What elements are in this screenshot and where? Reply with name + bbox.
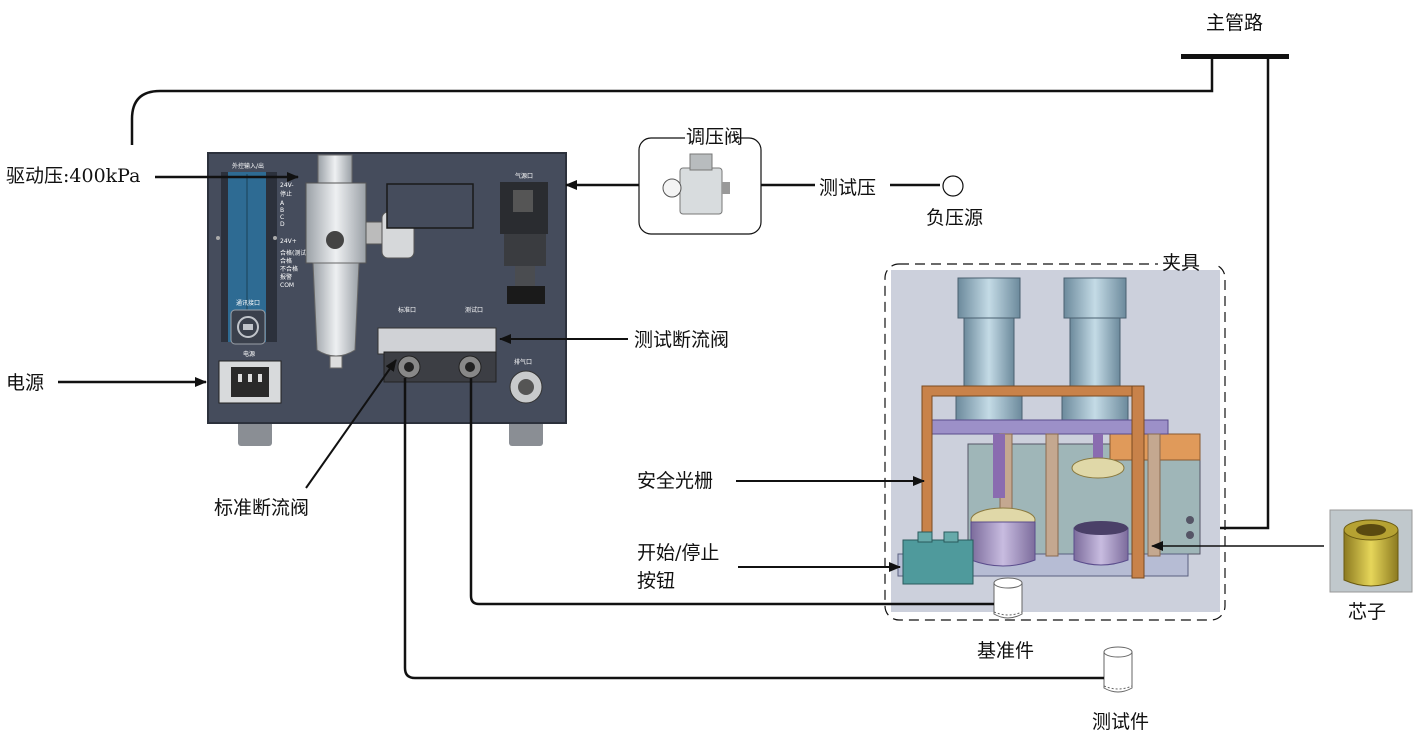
io-pin-24v-minus: 24V- [280,182,294,189]
left-piston-rod [993,434,1005,498]
standard-shutoff-valve-arrow [305,359,397,489]
reference-part-line [469,378,994,606]
test-port-label: 测试口 [465,306,483,314]
drive-pressure-line [130,59,1214,145]
regulator-gauge-icon [662,178,682,198]
exhaust-label: 排气口 [514,358,532,366]
right-pressure-head [1071,457,1125,479]
filter-top [317,154,353,184]
power-port-label: 电源 [243,350,255,358]
std-port-label: 标准口 [398,306,416,314]
cylinder-right-body [1069,317,1121,399]
core-icon [1329,509,1413,593]
standard-shutoff-valve-label: 标准断流阀 [214,497,310,519]
io-pin-24v-plus: 24V+ [280,238,297,245]
pressure-regulator-icon [679,167,723,215]
air-inlet-label: 气源口 [515,172,533,180]
io-pin-alarm: 报警 [280,273,292,281]
shutoff-valve-block [377,327,497,355]
test-part-line [403,378,1104,680]
reference-part-label: 基准件 [977,640,1035,662]
io-pin-pass-test: 合格(测试) [280,249,309,257]
io-pin-b: B [280,207,284,214]
test-part-icon [1103,646,1133,693]
reference-part-icon [993,577,1023,619]
io-pin-d: D [280,221,285,228]
right-test-chamber [1073,527,1129,566]
power-label: 电源 [6,372,45,394]
comm-port-label: 通讯接口 [236,299,260,307]
fixture-supply-line [1208,59,1270,530]
vacuum-source-circle [942,175,964,197]
io-pin-ng: 不合格 [280,265,298,273]
cylinder-right-head [1063,277,1127,319]
fixture-group [884,254,1226,621]
cylinder-left-head [957,277,1021,319]
io-pin-com: COM [280,282,294,289]
main-pipe-label: 主管路 [1206,12,1264,34]
start-stop-button-label-line2: 按钮 [637,570,676,592]
display-window [386,183,474,229]
left-test-chamber [970,521,1036,567]
start-stop-button-box [902,539,974,585]
leak-tester-unit: 外控输入/出 24V- 停止 A B C D 24V+ 合格(测试) 合格 不合… [207,152,567,446]
test-part-label: 测试件 [1092,711,1150,733]
io-pin-c: C [280,214,284,221]
io-pin-a: A [280,200,285,207]
fixture-dashed-box [884,263,1226,621]
io-pin-stop: 停止 [280,190,292,198]
io-port-label: 外控输入/出 [232,162,264,170]
safety-light-curtain-label: 安全光栅 [637,470,714,492]
pressure-regulator-label: 调压阀 [686,126,744,148]
test-pressure-label: 测试压 [819,177,877,199]
filter-regulator-body [305,182,367,264]
drive-pressure-label: 驱动压:400kPa [6,165,141,187]
main-pipe-bar [1181,54,1289,59]
main-pipe [130,54,1289,530]
test-shutoff-valve-label: 测试断流阀 [634,329,730,351]
filter-bowl [312,262,360,357]
core-label: 芯子 [1348,601,1387,623]
io-pin-ok: 合格 [280,257,292,265]
fixture-label: 夹具 [1162,252,1201,274]
cylinder-left-body [963,317,1015,399]
vacuum-source-label: 负压源 [926,207,984,229]
start-stop-button-label-line1: 开始/停止 [637,542,720,564]
